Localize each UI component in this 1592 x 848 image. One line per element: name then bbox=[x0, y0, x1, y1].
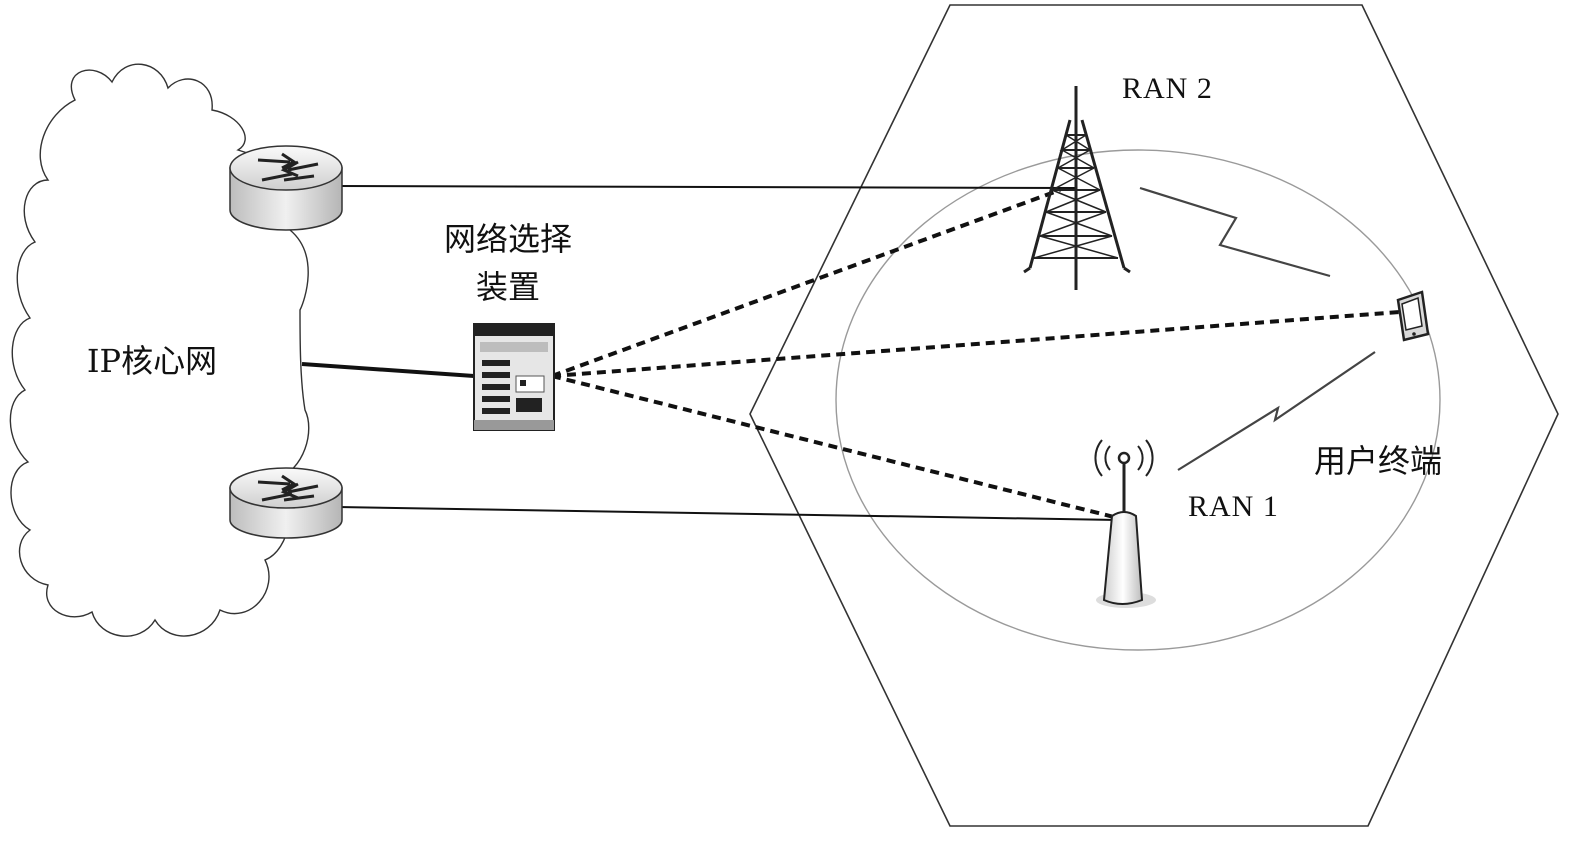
user-terminal-label: 用户终端 bbox=[1314, 442, 1442, 480]
wireless-bolt-ran2-icon bbox=[1140, 188, 1330, 276]
dashed-link-selector-terminal bbox=[552, 312, 1400, 376]
dashed-link-selector-ran2 bbox=[552, 190, 1060, 376]
user-terminal-mobile-icon bbox=[1398, 292, 1428, 340]
link-router-top-ran2 bbox=[338, 186, 1076, 188]
ran2-label: RAN 2 bbox=[1122, 72, 1213, 105]
ran1-antenna-icon bbox=[1095, 440, 1156, 608]
link-router-bottom-ran1 bbox=[338, 507, 1118, 520]
coverage-hexagon bbox=[750, 5, 1558, 826]
ran1-label: RAN 1 bbox=[1188, 490, 1279, 523]
selector-label-line2: 装置 bbox=[476, 268, 540, 306]
core-network-label: IP核心网 bbox=[87, 342, 217, 380]
selector-label-line1: 网络选择 bbox=[444, 220, 572, 258]
link-core-selector bbox=[302, 364, 474, 376]
router-top-icon bbox=[230, 146, 342, 230]
router-bottom-icon bbox=[230, 468, 342, 538]
dashed-link-selector-ran1 bbox=[552, 376, 1118, 518]
network-selector-server-rack-icon bbox=[474, 324, 554, 430]
